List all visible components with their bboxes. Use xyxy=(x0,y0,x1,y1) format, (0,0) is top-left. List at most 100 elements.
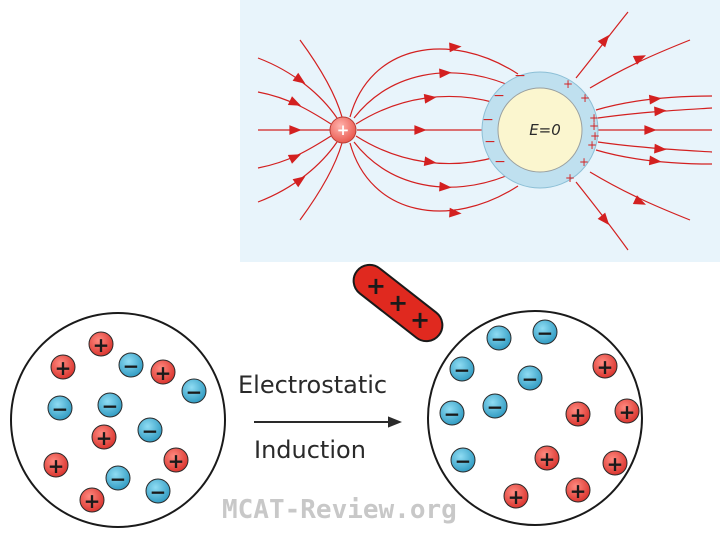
field-line xyxy=(257,141,338,203)
negative-charge: − xyxy=(97,392,123,418)
field-arrow xyxy=(423,156,437,167)
point-charge xyxy=(329,116,357,144)
svg-text:+: + xyxy=(619,400,636,424)
svg-text:−: − xyxy=(487,395,504,419)
field-line xyxy=(589,39,691,89)
field-arrow xyxy=(654,106,667,117)
svg-text:−: − xyxy=(186,380,203,404)
point-charge-sign: + xyxy=(337,121,350,139)
positive-charge: + xyxy=(592,353,618,379)
induced-positive-sign: + xyxy=(580,91,590,105)
field-line xyxy=(257,91,332,125)
field-line xyxy=(589,171,691,221)
field-arrow xyxy=(414,125,427,135)
svg-text:+: + xyxy=(597,355,614,379)
field-arrow xyxy=(287,154,301,164)
svg-text:+: + xyxy=(607,452,624,476)
induced-negative-sign: − xyxy=(494,154,506,170)
field-line xyxy=(257,135,332,169)
svg-text:−: − xyxy=(110,467,127,491)
negative-charge: − xyxy=(439,400,465,426)
field-line xyxy=(299,142,343,221)
negative-charge: − xyxy=(449,356,475,382)
svg-text:−: − xyxy=(444,402,461,426)
negative-charge: − xyxy=(118,352,144,378)
negative-charge: − xyxy=(181,378,207,404)
induced-negative-sign: − xyxy=(484,134,496,150)
watermark: MCAT-Review.org xyxy=(222,495,457,525)
svg-text:+: + xyxy=(539,447,556,471)
rod-sign-2: + xyxy=(388,289,408,317)
field-line xyxy=(257,57,338,119)
induced-negative-sign: − xyxy=(482,112,494,128)
svg-text:+: + xyxy=(570,403,587,427)
svg-text:+: + xyxy=(48,454,65,478)
positive-charge: + xyxy=(614,398,640,424)
svg-text:−: − xyxy=(537,321,554,345)
field-arrow xyxy=(287,96,301,106)
field-arrow xyxy=(449,207,462,218)
field-arrow xyxy=(654,143,667,154)
rod-sign-3: + xyxy=(410,306,430,334)
sphere-after: −−−−+−−++−++++ xyxy=(427,310,643,526)
positive-charge: + xyxy=(43,452,69,478)
field-arrow xyxy=(632,195,646,205)
field-line xyxy=(299,39,343,118)
positive-charge: + xyxy=(503,483,529,509)
svg-text:−: − xyxy=(123,354,140,378)
field-arrow xyxy=(439,68,452,79)
field-arrow xyxy=(439,181,452,192)
sphere-before-charges: ++−+−−−−+++−−+ xyxy=(43,331,207,513)
charged-rod: + + + xyxy=(352,263,444,343)
field-line xyxy=(353,141,507,188)
svg-text:+: + xyxy=(508,485,525,509)
negative-charge: − xyxy=(486,325,512,351)
conductor-field-label: E=0 xyxy=(529,121,561,139)
svg-text:−: − xyxy=(142,419,159,443)
induced-charges: −−−−−++++++++ xyxy=(482,68,600,185)
induced-positive-sign: + xyxy=(590,129,600,143)
induction-arrow-group: Electrostatic Induction xyxy=(238,371,402,464)
svg-text:+: + xyxy=(168,449,185,473)
svg-text:+: + xyxy=(93,333,110,357)
field-arrow xyxy=(648,155,662,166)
positive-charge: + xyxy=(50,354,76,380)
field-line-panel: E=0 −−−−−++++++++ + xyxy=(240,0,720,262)
sphere-after-outline xyxy=(427,310,643,526)
positive-charge: + xyxy=(534,445,560,471)
induced-positive-sign: + xyxy=(587,138,597,152)
induced-negative-sign: − xyxy=(514,68,526,84)
svg-text:+: + xyxy=(84,489,101,513)
svg-text:−: − xyxy=(150,480,167,504)
svg-text:−: − xyxy=(102,394,119,418)
field-arrow xyxy=(648,94,662,105)
induced-positive-sign: + xyxy=(565,171,575,185)
svg-text:−: − xyxy=(522,367,539,391)
svg-text:+: + xyxy=(55,356,72,380)
negative-charge: − xyxy=(137,417,163,443)
field-arrow xyxy=(597,212,610,226)
field-arrow xyxy=(644,125,657,135)
svg-text:−: − xyxy=(455,449,472,473)
svg-text:+: + xyxy=(155,361,172,385)
field-line xyxy=(349,48,519,118)
positive-charge: + xyxy=(88,331,114,357)
rod-sign-1: + xyxy=(366,272,386,300)
svg-text:−: − xyxy=(454,358,471,382)
sphere-before-outline xyxy=(10,312,226,528)
field-line xyxy=(349,142,519,212)
arrow-label-line2: Induction xyxy=(254,436,366,464)
field-arrow xyxy=(292,176,306,188)
positive-charge: + xyxy=(79,487,105,513)
svg-text:+: + xyxy=(96,426,113,450)
negative-charge: − xyxy=(517,365,543,391)
induced-negative-sign: − xyxy=(493,88,505,104)
negative-charge: − xyxy=(105,465,131,491)
negative-charge: − xyxy=(482,393,508,419)
arrow-label-line1: Electrostatic xyxy=(238,371,387,399)
field-lines xyxy=(257,11,713,251)
conductor-core xyxy=(497,87,583,173)
positive-charge: + xyxy=(150,359,176,385)
field-arrow xyxy=(597,34,610,48)
field-arrow xyxy=(632,55,646,65)
